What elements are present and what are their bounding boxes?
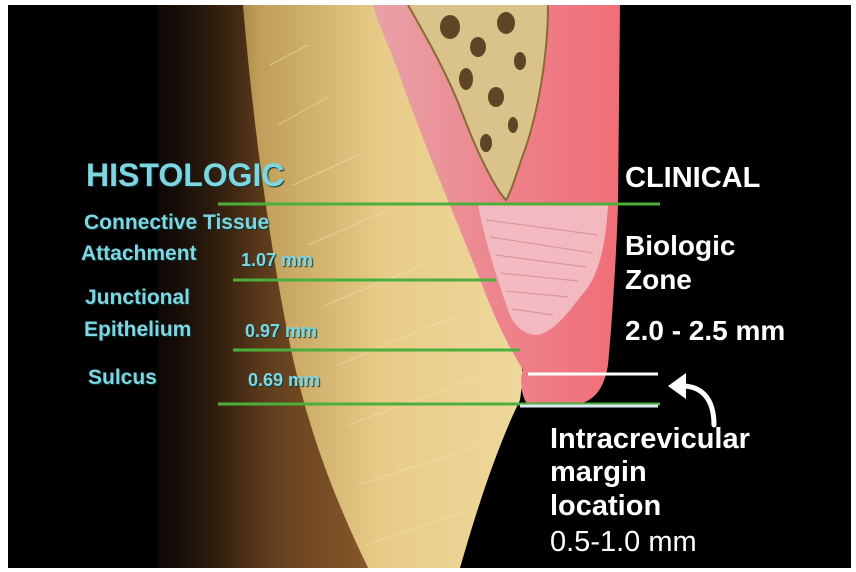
ct-label-line1: Connective Tissue [84, 212, 269, 234]
sulcus-label: Sulcus [88, 367, 157, 389]
sulcus-value: 0.69 mm [248, 371, 320, 390]
margin-value: 0.5-1.0 mm [550, 527, 697, 557]
biologic-zone-line1: Biologic [625, 231, 735, 260]
margin-label-line3: location [550, 491, 661, 521]
clinical-heading: CLINICAL [625, 163, 760, 193]
je-label-line2: Epithelium [84, 319, 191, 341]
margin-label-line1: Intracrevicular [550, 424, 750, 454]
margin-label-line2: margin [550, 457, 647, 487]
je-label-line1: Junctional [85, 287, 190, 309]
ct-value: 1.07 mm [241, 251, 313, 270]
biologic-zone-line2: Zone [625, 265, 692, 294]
curved-arrow-icon [668, 373, 714, 425]
histologic-heading: HISTOLOGIC [86, 159, 285, 193]
ct-label-line2: Attachment [81, 243, 197, 265]
biologic-zone-value: 2.0 - 2.5 mm [625, 316, 785, 345]
diagram-panel: HISTOLOGIC Connective Tissue Attachment … [8, 5, 851, 568]
je-value: 0.97 mm [245, 322, 317, 341]
